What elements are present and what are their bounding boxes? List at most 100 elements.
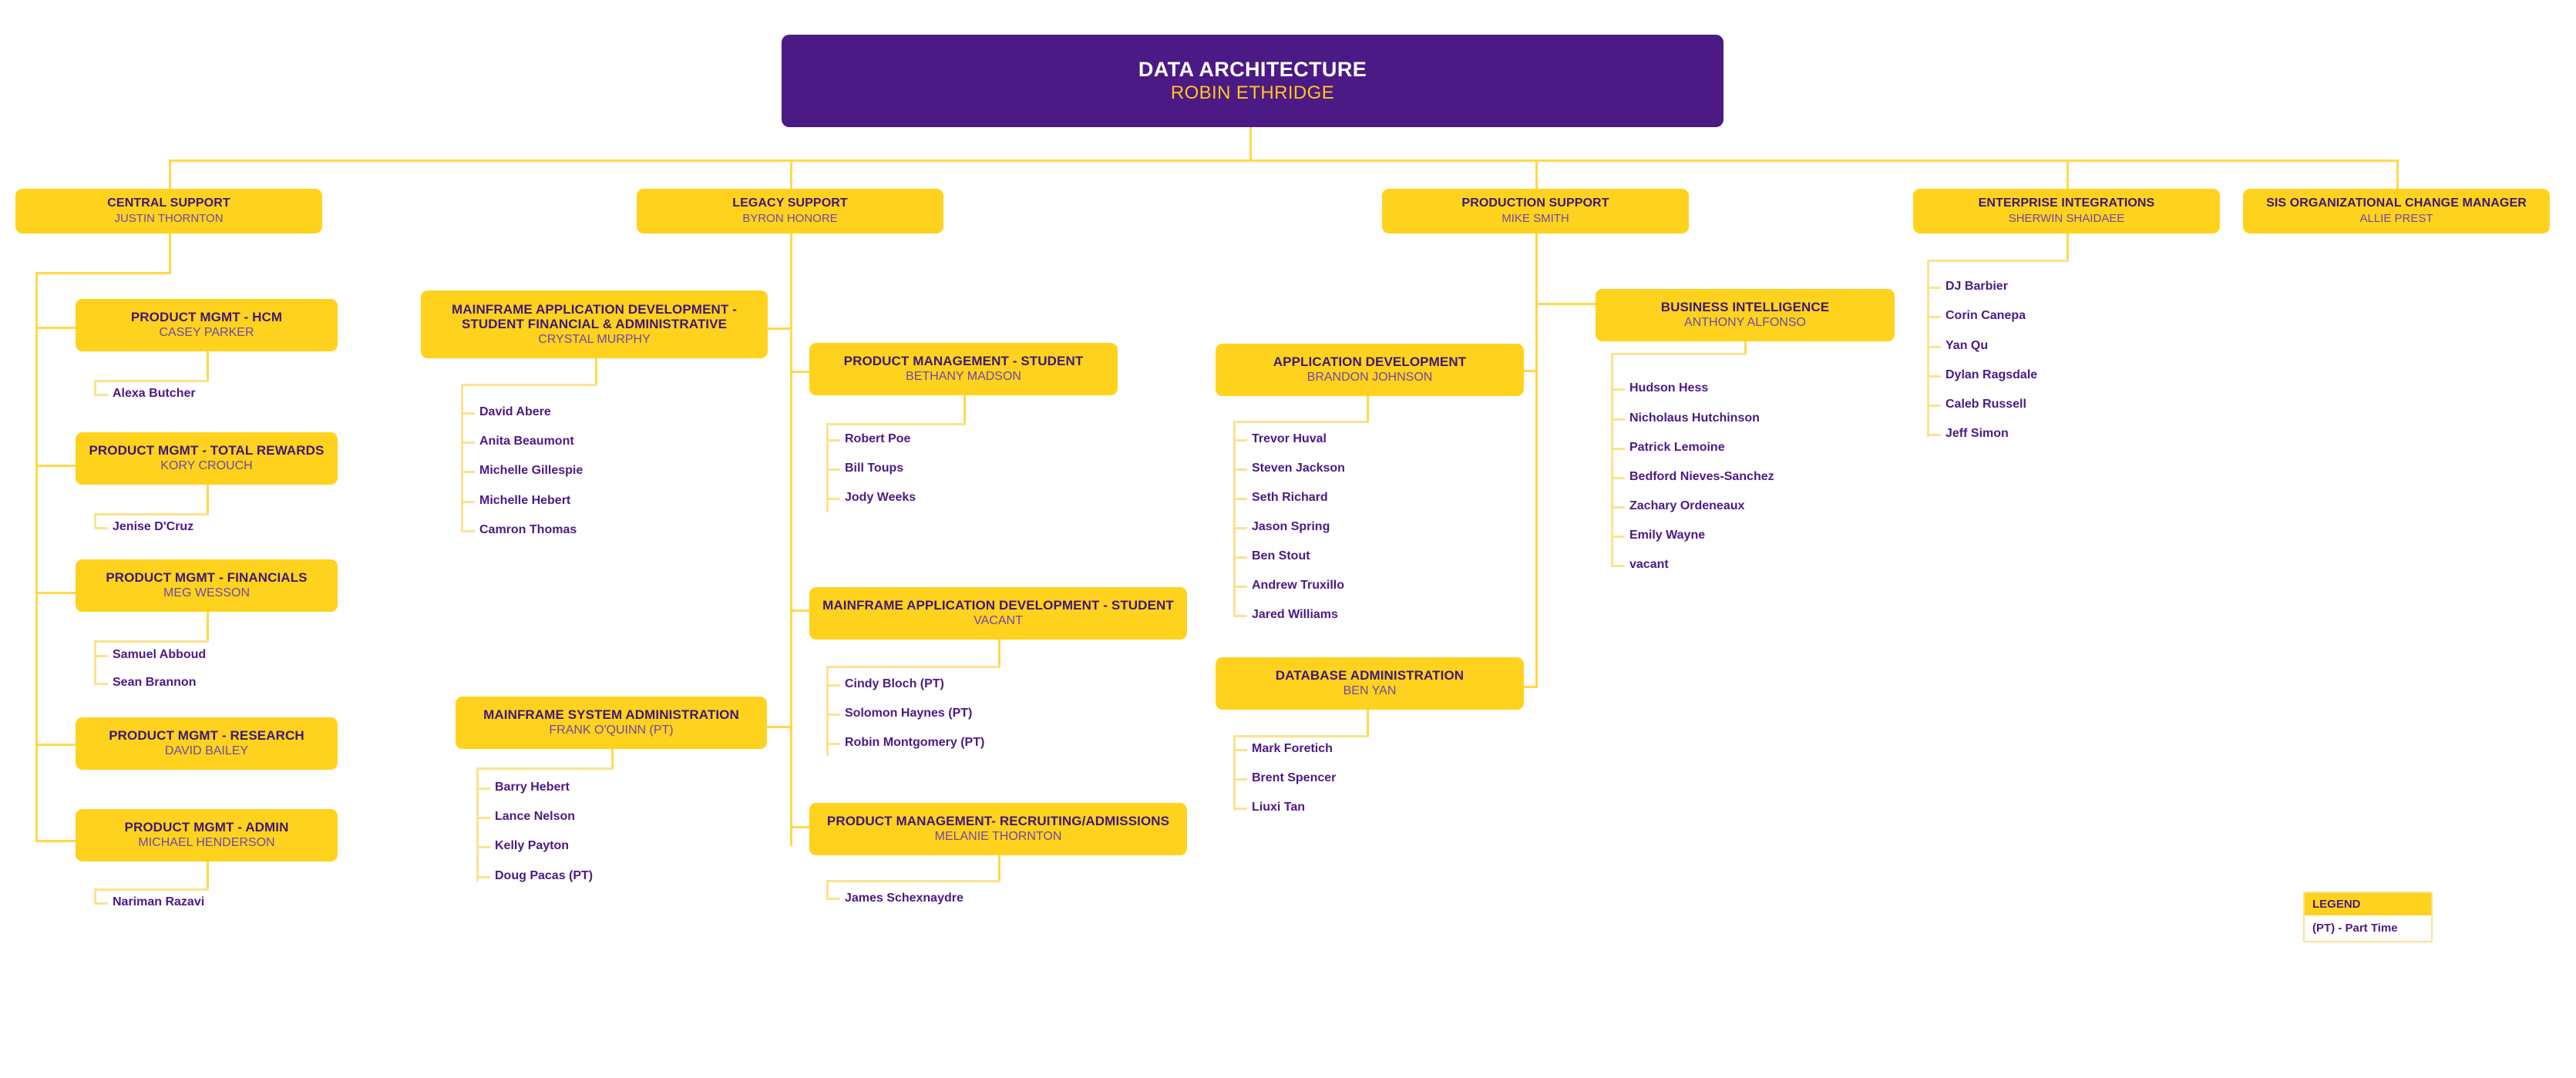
node-product-mgmt-hcm[interactable]: PRODUCT MGMT - HCM CASEY PARKER xyxy=(76,299,338,351)
node-product-mgmt-admin[interactable]: PRODUCT MGMT - ADMIN MICHAEL HENDERSON xyxy=(76,809,338,861)
connector-bi-rail xyxy=(1611,353,1613,566)
connector-rewards-elbow xyxy=(94,513,209,515)
legend-header: LEGEND xyxy=(2305,893,2431,915)
node-title: LEGACY SUPPORT xyxy=(732,196,848,210)
legend: LEGEND (PT) - Part Time xyxy=(2303,892,2433,942)
connector-mfadsf-leaf-4 xyxy=(461,530,475,532)
node-enterprise-integrations[interactable]: ENTERPRISE INTEGRATIONS SHERWIN SHAIDAEE xyxy=(1913,189,2220,233)
person-michelle-hebert: Michelle Hebert xyxy=(479,494,571,507)
connector-enterprise-leaf-1 xyxy=(1927,316,1941,318)
node-mainframe-system-administration[interactable]: MAINFRAME SYSTEM ADMINISTRATION FRANK O'… xyxy=(456,697,767,749)
connector-appdev-leaf-1 xyxy=(1233,468,1247,471)
node-subtitle: SHERWIN SHAIDAEE xyxy=(2008,212,2125,226)
node-title: PRODUCT MGMT - TOTAL REWARDS xyxy=(89,443,325,458)
node-data-architecture[interactable]: DATA ARCHITECTURE ROBIN ETHRIDGE xyxy=(782,35,1723,127)
node-title: MAINFRAME SYSTEM ADMINISTRATION xyxy=(483,707,739,723)
connector-financials-leaf-1 xyxy=(94,683,108,685)
connector-bi-leaf-6 xyxy=(1611,565,1625,567)
connector-appdev-leaf-0 xyxy=(1233,439,1247,442)
connector-drop-sis xyxy=(2396,160,2399,189)
connector-pmra-leaf-0 xyxy=(826,898,840,900)
connector-drop-central xyxy=(169,160,171,189)
node-title: ENTERPRISE INTEGRATIONS xyxy=(1978,196,2155,210)
connector-central-branch-research xyxy=(35,744,76,746)
node-business-intelligence[interactable]: BUSINESS INTELLIGENCE ANTHONY ALFONSO xyxy=(1596,289,1895,341)
person-michelle-gillespie: Michelle Gillespie xyxy=(479,464,583,477)
node-product-mgmt-research[interactable]: PRODUCT MGMT - RESEARCH DAVID BAILEY xyxy=(76,717,338,770)
node-mainframe-app-dev-student-financial[interactable]: MAINFRAME APPLICATION DEVELOPMENT - STUD… xyxy=(421,290,768,358)
node-application-development[interactable]: APPLICATION DEVELOPMENT BRANDON JOHNSON xyxy=(1216,344,1524,396)
person-caleb-russell: Caleb Russell xyxy=(1945,398,2026,411)
connector-appdev-leaf-6 xyxy=(1233,615,1247,617)
node-product-mgmt-financials[interactable]: PRODUCT MGMT - FINANCIALS MEG WESSON xyxy=(76,559,338,612)
node-product-management-student[interactable]: PRODUCT MANAGEMENT - STUDENT BETHANY MAD… xyxy=(809,343,1118,395)
node-title: PRODUCT MGMT - HCM xyxy=(130,310,283,325)
person-bedford-nieves-sanchez: Bedford Nieves-Sanchez xyxy=(1629,470,1774,483)
connector-production-branch-appdev xyxy=(1524,370,1538,372)
connector-mfadsf-leaf-3 xyxy=(461,501,475,503)
connector-mfads-rail xyxy=(826,666,829,756)
person-jared-williams: Jared Williams xyxy=(1252,608,1338,621)
node-central-support[interactable]: CENTRAL SUPPORT JUSTIN THORNTON xyxy=(15,189,322,233)
node-title: CENTRAL SUPPORT xyxy=(107,196,230,210)
connector-mfads-stem xyxy=(998,640,1000,666)
person-doug-pacas: Doug Pacas (PT) xyxy=(495,869,594,882)
node-production-support[interactable]: PRODUCTION SUPPORT MIKE SMITH xyxy=(1382,189,1689,233)
connector-drop-production xyxy=(1535,160,1538,189)
connector-appdev-leaf-4 xyxy=(1233,556,1247,559)
person-nicholaus-hutchinson: Nicholaus Hutchinson xyxy=(1629,411,1760,425)
connector-mfadsf-leaf-0 xyxy=(461,412,475,415)
connector-appdev-rail xyxy=(1233,421,1236,616)
node-sis-organizational-change-manager[interactable]: SIS ORGANIZATIONAL CHANGE MANAGER ALLIE … xyxy=(2243,189,2550,233)
connector-pms-leaf-1 xyxy=(826,468,840,471)
person-dylan-ragsdale: Dylan Ragsdale xyxy=(1945,368,2038,381)
connector-production-spine xyxy=(1535,233,1538,688)
node-title: PRODUCT MGMT - RESEARCH xyxy=(109,728,304,744)
connector-financials-elbow xyxy=(94,640,209,643)
connector-hcm-rail xyxy=(94,380,96,396)
connector-legacy-spine xyxy=(790,233,792,846)
person-hudson-hess: Hudson Hess xyxy=(1629,381,1709,395)
node-legacy-support[interactable]: LEGACY SUPPORT BYRON HONORE xyxy=(637,189,943,233)
node-title: PRODUCT MANAGEMENT- RECRUITING/ADMISSION… xyxy=(826,814,1170,829)
person-james-schexnaydre: James Schexnaydre xyxy=(845,892,963,905)
connector-hcm-stem xyxy=(207,351,209,380)
connector-root-stem xyxy=(1249,127,1252,160)
connector-mfsa-stem xyxy=(611,742,614,767)
node-title: PRODUCT MGMT - ADMIN xyxy=(124,820,289,835)
node-database-administration[interactable]: DATABASE ADMINISTRATION BEN YAN xyxy=(1216,657,1524,710)
connector-mfsa-leaf-1 xyxy=(476,817,490,819)
connector-enterprise-elbow xyxy=(1927,260,2069,262)
connector-mfads-leaf-0 xyxy=(826,684,840,687)
person-dj-barbier: DJ Barbier xyxy=(1945,280,2008,293)
connector-appdev-leaf-2 xyxy=(1233,498,1247,500)
person-seth-richard: Seth Richard xyxy=(1252,491,1328,504)
connector-central-spine xyxy=(35,272,38,842)
connector-enterprise-stem xyxy=(2067,233,2069,260)
person-sean-brannon: Sean Brannon xyxy=(113,676,197,689)
connector-bi-leaf-3 xyxy=(1611,477,1625,479)
person-camron-thomas: Camron Thomas xyxy=(479,523,577,536)
connector-appdev-stem xyxy=(1367,395,1369,421)
connector-financials-stem xyxy=(207,611,209,640)
connector-pms-elbow xyxy=(826,423,966,425)
connector-legacy-branch-mfads xyxy=(790,610,809,612)
node-product-mgmt-total-rewards[interactable]: PRODUCT MGMT - TOTAL REWARDS KORY CROUCH xyxy=(76,432,338,485)
node-title: PRODUCT MANAGEMENT - STUDENT xyxy=(843,354,1084,369)
person-ben-stout: Ben Stout xyxy=(1252,549,1310,563)
person-bill-toups: Bill Toups xyxy=(845,462,904,475)
person-lance-nelson: Lance Nelson xyxy=(495,810,576,823)
node-mainframe-app-dev-student[interactable]: MAINFRAME APPLICATION DEVELOPMENT - STUD… xyxy=(809,587,1187,640)
connector-legacy-branch-mfsa xyxy=(765,726,792,728)
person-yan-qu: Yan Qu xyxy=(1945,339,1989,352)
connector-enterprise-leaf-5 xyxy=(1927,434,1941,436)
connector-bi-leaf-4 xyxy=(1611,506,1625,509)
node-subtitle: ALLIE PREST xyxy=(2359,212,2433,226)
node-title: MAINFRAME APPLICATION DEVELOPMENT - STUD… xyxy=(822,598,1174,613)
person-solomon-haynes: Solomon Haynes (PT) xyxy=(845,707,973,720)
person-liuxi-tan: Liuxi Tan xyxy=(1252,801,1306,814)
person-anita-beaumont: Anita Beaumont xyxy=(479,435,574,448)
node-product-management-recruiting-admissions[interactable]: PRODUCT MANAGEMENT- RECRUITING/ADMISSION… xyxy=(809,803,1187,855)
connector-mfads-leaf-2 xyxy=(826,743,840,745)
node-subtitle: BYRON HONORE xyxy=(742,212,838,226)
